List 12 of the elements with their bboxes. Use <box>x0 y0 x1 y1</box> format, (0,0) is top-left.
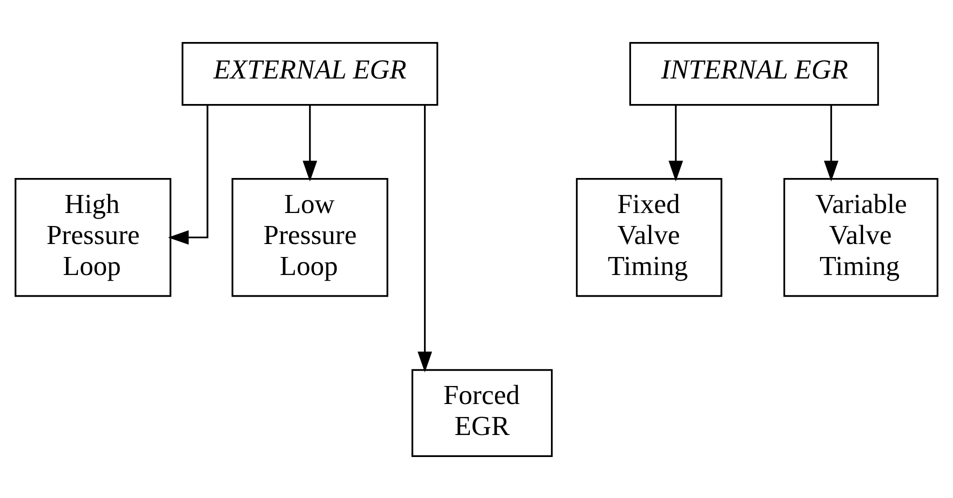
arrow <box>668 104 684 181</box>
node-box: INTERNAL EGR <box>629 42 879 106</box>
node-box: EXTERNAL EGR <box>182 42 438 106</box>
arrow <box>418 104 432 372</box>
node-box: Low Pressure Loop <box>232 178 388 296</box>
arrow <box>824 104 838 181</box>
node-box: Fixed Valve Timing <box>576 178 722 296</box>
node-box: Forced EGR <box>412 368 553 456</box>
arrow <box>302 104 318 181</box>
node-box: High Pressure Loop <box>14 178 172 296</box>
node-box: Variable Valve Timing <box>783 178 938 296</box>
arrow <box>168 104 208 244</box>
